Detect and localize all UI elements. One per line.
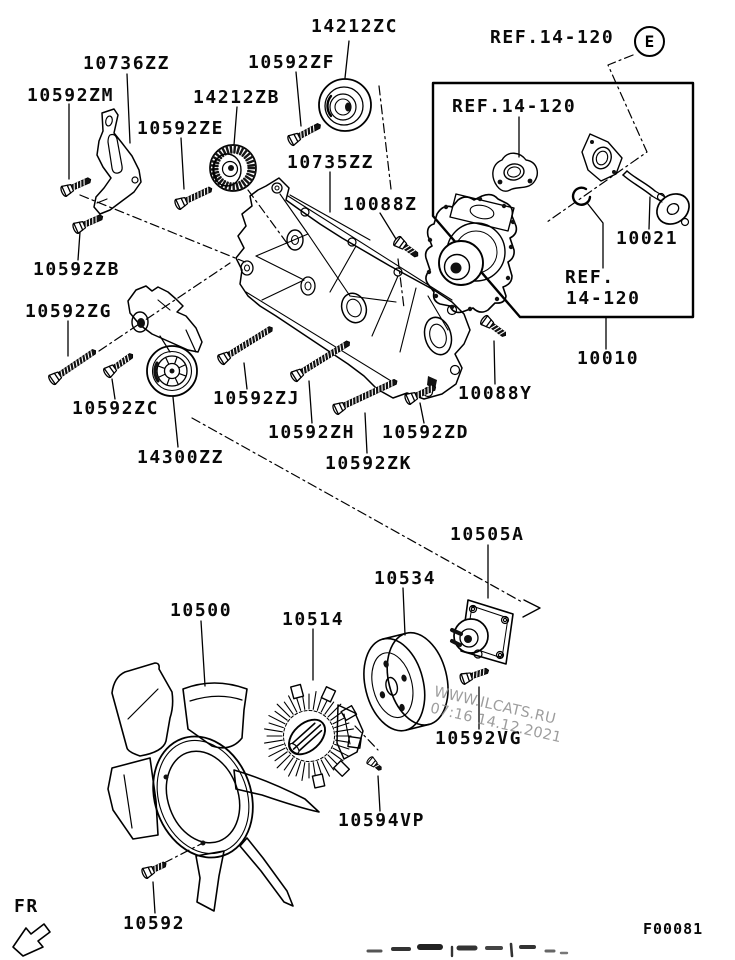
leader-10592ZC — [111, 378, 116, 400]
leader-10500 — [200, 620, 206, 687]
dash-belt-line — [191, 417, 523, 603]
part-label-10505A: 10505A — [450, 524, 525, 545]
dash-fan-bolt — [163, 843, 202, 864]
leader-10736ZZ — [126, 73, 131, 144]
leader-10021 — [648, 196, 651, 230]
leader-10534 — [402, 587, 406, 636]
part-label-10592ZK: 10592ZK — [325, 453, 413, 474]
fan-clutch-10514-drawing — [264, 683, 364, 789]
water-pump-10010-drawing — [424, 193, 518, 314]
part-label-10534: 10534 — [374, 568, 437, 589]
detail-callout-e: E — [634, 26, 665, 57]
leader-10088Y — [493, 340, 496, 385]
part-label-10592ZC: 10592ZC — [72, 398, 160, 419]
pulley-14212zc-drawing — [318, 78, 372, 132]
part-label-14300ZZ: 14300ZZ — [137, 447, 225, 468]
part-label-10592: 10592 — [123, 913, 186, 934]
bolt-drawings — [48, 123, 507, 880]
part-label-10088Z: 10088Z — [343, 194, 418, 215]
part-label-10592ZB: 10592ZB — [33, 259, 121, 280]
fr-arrow-icon — [12, 923, 51, 957]
ref-label-pump-line2: 14-120 — [566, 288, 641, 309]
leader-10592ZJ — [243, 362, 248, 390]
leader-10592ZK — [364, 412, 368, 454]
leader-14212ZB — [233, 106, 238, 146]
part-label-10736ZZ: 10736ZZ — [83, 53, 171, 74]
leader-14300ZZ — [172, 396, 179, 448]
tensioner-14300zz-drawing — [127, 285, 203, 397]
dash-idler-axis — [378, 85, 392, 190]
bracket-10735zz-drawing — [235, 177, 471, 400]
leader-10592ZB — [77, 231, 81, 261]
leader-10592ZE — [180, 137, 185, 190]
part-label-10592ZD: 10592ZD — [382, 422, 470, 443]
leader-10592 — [152, 881, 156, 914]
ref-label-box: REF.14-120 — [452, 96, 577, 117]
part-label-10592VG: 10592VG — [435, 728, 523, 749]
leader-lines — [67, 40, 651, 914]
leader-ref-pump — [587, 203, 604, 269]
gasket-outlet-drawing — [581, 133, 623, 182]
ref-label-top: REF.14-120 — [490, 27, 615, 48]
fr-indicator-label: FR — [14, 896, 39, 917]
gasket-ref-14-120-drawing — [492, 152, 538, 192]
part-label-14212ZB: 14212ZB — [193, 87, 281, 108]
snap-ring-ref-14-120-drawing — [571, 186, 592, 206]
part-label-10592ZH: 10592ZH — [268, 422, 356, 443]
dash-bracket-bolts — [79, 194, 246, 263]
part-label-10592ZG: 10592ZG — [25, 301, 113, 322]
leader-10592ZD — [419, 402, 425, 424]
ref-label-pump-line1: REF. — [565, 267, 615, 288]
leader-10592ZH — [308, 380, 313, 424]
part-label-14212ZC: 14212ZC — [311, 16, 399, 37]
dash-clutch-bolt — [354, 725, 379, 751]
part-label-10592ZE: 10592ZE — [137, 118, 225, 139]
dash-pulley-axis — [247, 189, 293, 251]
detail-box — [431, 81, 695, 319]
belt-line-chevron — [522, 599, 541, 618]
part-label-10592ZF: 10592ZF — [248, 52, 336, 73]
part-label-10500: 10500 — [170, 600, 233, 621]
dash-callout-e — [546, 54, 648, 223]
detail-callout-e-letter: E — [644, 32, 655, 51]
dash-10088Z-axis — [397, 258, 405, 309]
fan-10500-drawing — [107, 662, 320, 912]
leader-10592ZF — [295, 71, 302, 127]
pipe-10021-drawing — [622, 170, 690, 227]
part-label-10592ZJ: 10592ZJ — [213, 388, 301, 409]
part-label-10021: 10021 — [616, 228, 679, 249]
alignment-dash-lines — [79, 54, 648, 864]
bracket-10736zz-drawing — [93, 108, 142, 215]
leader-10088Z — [379, 212, 397, 240]
part-label-10592ZM: 10592ZM — [27, 85, 115, 106]
part-label-10594VP: 10594VP — [338, 810, 426, 831]
pulley-14212zb-drawing — [209, 144, 257, 192]
water-pump-10505a-drawing — [450, 599, 514, 665]
part-label-10514: 10514 — [282, 609, 345, 630]
dash-tensioner-axis — [98, 262, 231, 352]
part-label-10010: 10010 — [577, 348, 640, 369]
part-label-10088Y: 10088Y — [458, 383, 533, 404]
part-label-10735ZZ: 10735ZZ — [287, 152, 375, 173]
cropped-footer-glyphs — [366, 942, 569, 958]
pulley-10534-drawing — [363, 631, 449, 732]
figure-code-label: F00081 — [643, 920, 704, 938]
leader-14212ZC — [344, 40, 350, 79]
leader-10594VP — [377, 775, 381, 812]
